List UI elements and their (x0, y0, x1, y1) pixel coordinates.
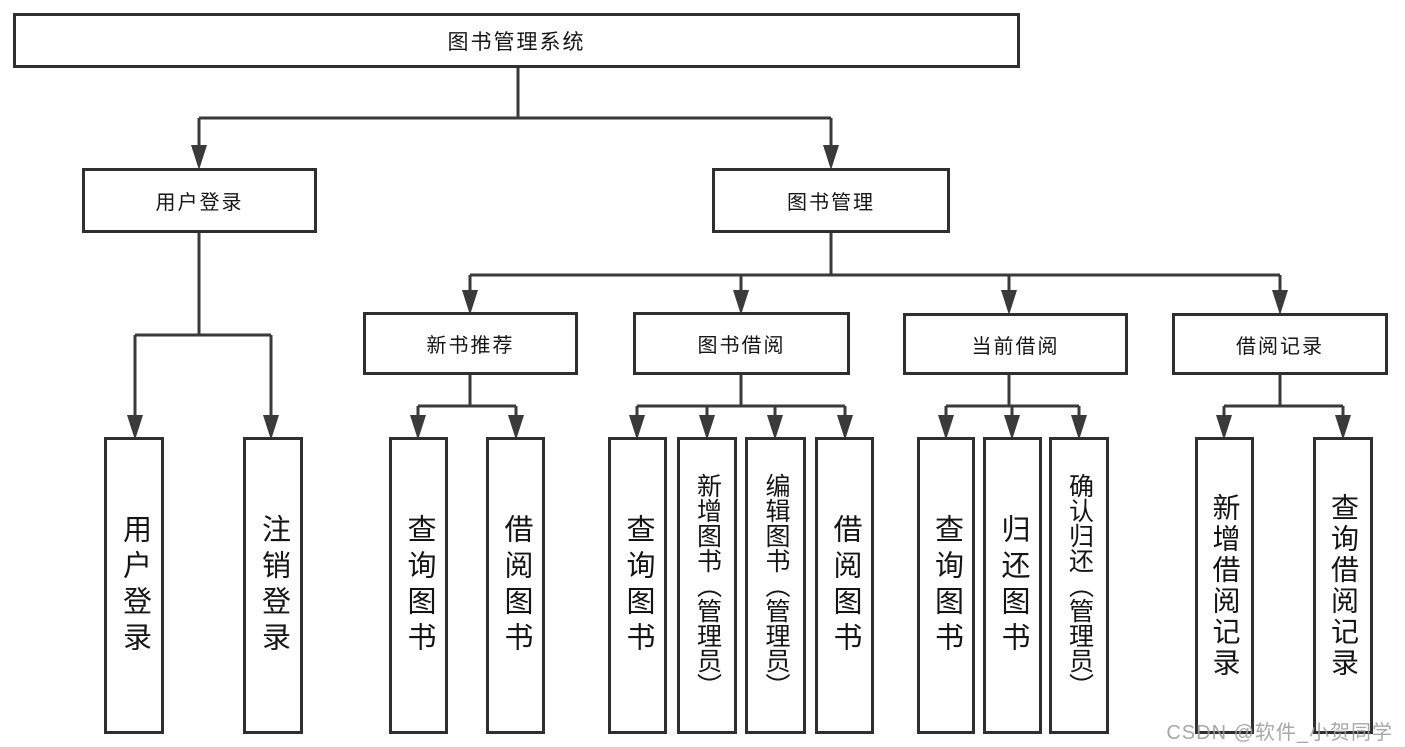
leaf-query-books-recommend: 查询图书 (389, 437, 448, 734)
node-user-login: 用户登录 (82, 168, 317, 233)
arrowhead-icon (462, 290, 478, 315)
arrowhead-icon (508, 415, 524, 440)
arrowhead-icon (1001, 290, 1017, 315)
leaf-label: 借阅图书 (500, 513, 532, 658)
leaf-borrow-books: 借阅图书 (815, 437, 874, 734)
leaf-query-books-borrow: 查询图书 (608, 437, 667, 734)
arrowhead-icon (191, 145, 207, 170)
leaf-label: 确认归还（管理员） (1065, 473, 1094, 698)
arrowhead-icon (127, 415, 143, 440)
leaf-label: 新增借阅记录 (1209, 492, 1241, 679)
node-borrowing-records: 借阅记录 (1172, 313, 1388, 375)
node-root-system: 图书管理系统 (13, 13, 1020, 68)
leaf-return-books: 归还图书 (983, 437, 1042, 734)
leaf-label: 查询图书 (930, 513, 963, 658)
arrowhead-icon (1071, 415, 1087, 440)
connector-current-to-leaves (944, 373, 1081, 418)
arrowhead-icon (823, 145, 839, 170)
node-label: 借阅记录 (1236, 335, 1324, 358)
connector-userlogin-to-leaves (133, 231, 273, 418)
arrowhead-icon (938, 415, 954, 440)
watermark: CSDN @软件_小贺同学 (1166, 722, 1393, 744)
arrowhead-icon (629, 415, 645, 440)
node-new-book-recommend: 新书推荐 (363, 312, 578, 375)
node-label: 图书借阅 (697, 335, 786, 357)
leaf-borrow-books-recommend: 借阅图书 (486, 437, 545, 734)
leaf-query-borrow-record: 查询借阅记录 (1313, 437, 1373, 734)
leaf-add-books-admin: 新增图书（管理员） (677, 437, 737, 734)
leaf-user-login: 用户登录 (104, 437, 164, 734)
arrowhead-icon (1004, 415, 1020, 440)
node-current-borrowing: 当前借阅 (903, 313, 1128, 375)
arrowhead-icon (410, 415, 426, 440)
leaf-edit-books-admin: 编辑图书（管理员） (745, 437, 806, 734)
leaf-label: 归还图书 (997, 513, 1029, 658)
arrowhead-icon (1216, 415, 1232, 440)
node-label: 新书推荐 (426, 335, 515, 357)
leaf-label: 查询图书 (403, 513, 435, 658)
connector-root-to-level2 (197, 66, 833, 148)
node-book-borrowing: 图书借阅 (633, 312, 850, 375)
leaf-label: 编辑图书（管理员） (762, 473, 790, 698)
arrowhead-icon (1335, 415, 1351, 440)
leaf-label: 注销登录 (257, 513, 290, 658)
connector-newbook-to-leaves (416, 373, 518, 418)
arrowhead-icon (263, 415, 279, 440)
node-label: 图书管理 (787, 192, 875, 214)
leaf-label: 查询图书 (622, 513, 654, 658)
leaf-label: 新增图书（管理员） (693, 473, 722, 698)
leaf-query-books-current: 查询图书 (917, 437, 975, 734)
leaf-logout: 注销登录 (243, 437, 303, 734)
connector-records-to-leaves (1222, 373, 1345, 418)
leaf-add-borrow-record: 新增借阅记录 (1195, 437, 1254, 734)
node-label: 用户登录 (155, 192, 244, 214)
node-label: 图书管理系统 (447, 30, 586, 54)
connector-bookmgmt-to-level3 (468, 231, 1282, 292)
leaf-label: 用户登录 (118, 513, 151, 658)
arrowhead-icon (837, 415, 853, 440)
arrowhead-icon (699, 415, 715, 440)
leaf-label: 借阅图书 (829, 513, 861, 658)
node-book-management: 图书管理 (712, 168, 950, 233)
arrowhead-icon (767, 415, 783, 440)
arrowhead-icon (1272, 290, 1288, 315)
node-label: 当前借阅 (971, 335, 1060, 358)
arrowhead-icon (733, 290, 749, 315)
leaf-label: 查询借阅记录 (1328, 492, 1359, 679)
connector-borrow-to-leaves (635, 373, 847, 418)
leaf-confirm-return-admin: 确认归还（管理员） (1049, 437, 1109, 734)
